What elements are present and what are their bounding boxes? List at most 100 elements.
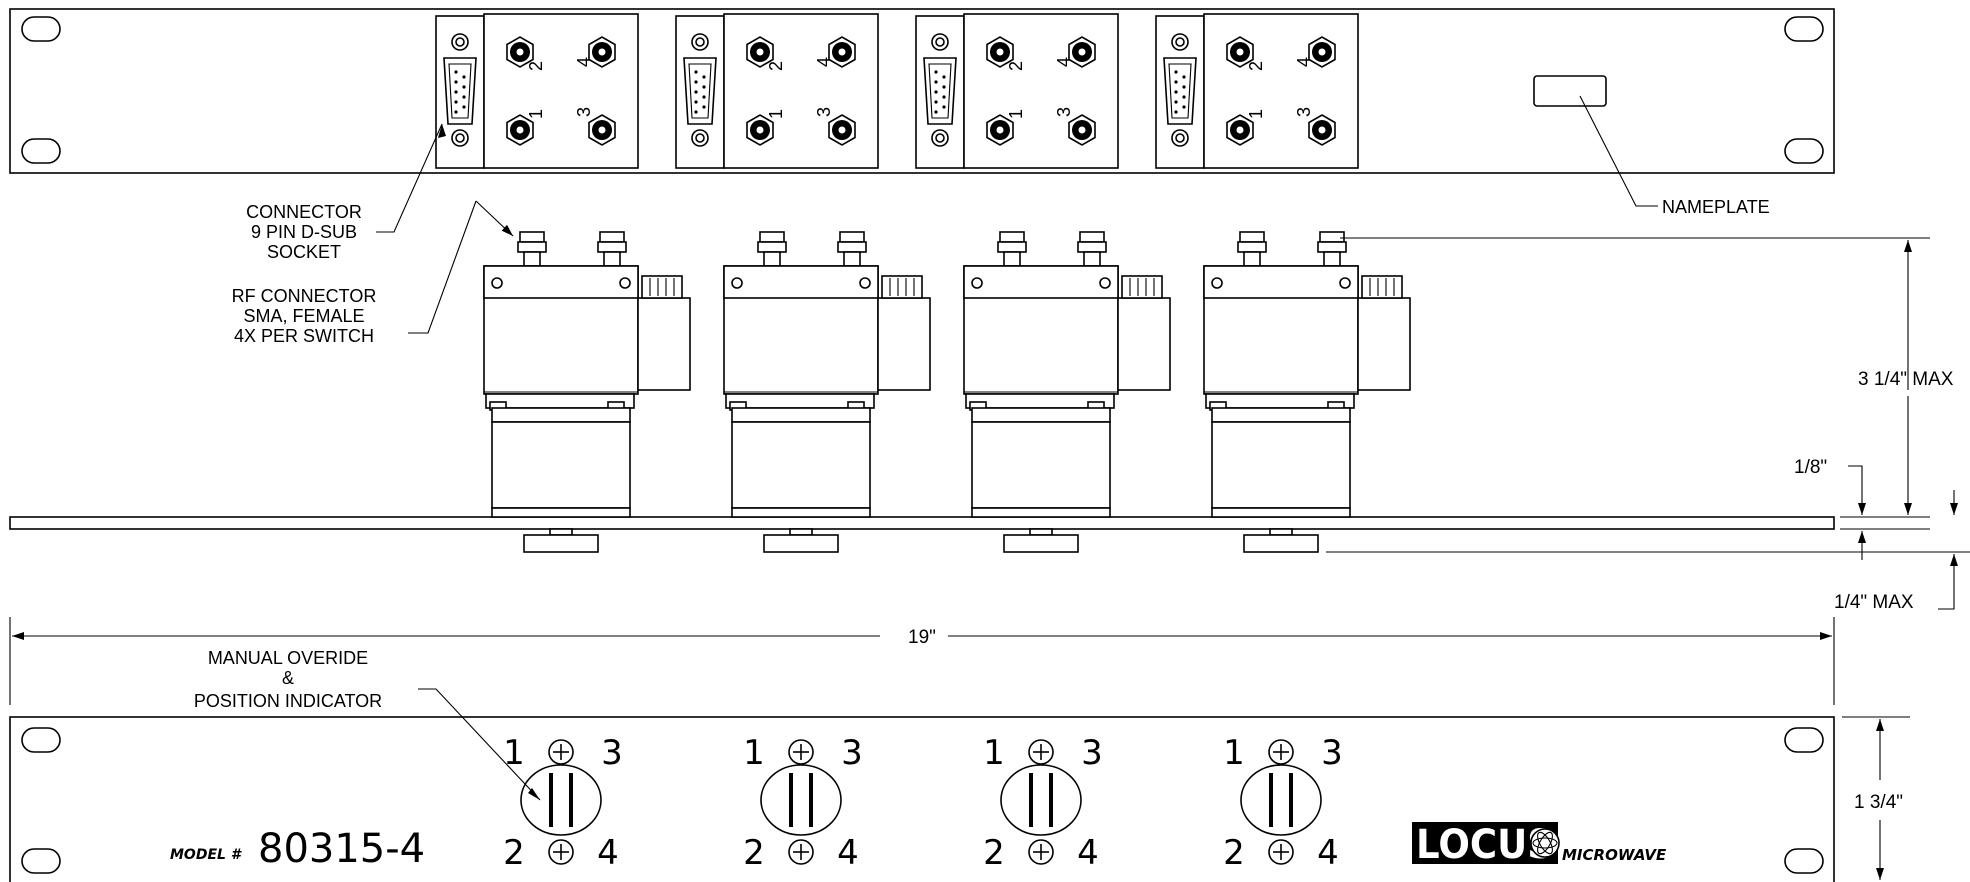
dsub-insert — [688, 63, 712, 119]
sma-pin — [598, 126, 606, 134]
port-number: 1 — [766, 109, 786, 119]
sma-body — [523, 251, 541, 267]
motor-cap — [971, 407, 1111, 423]
sma-body — [1323, 251, 1341, 267]
override-dial — [760, 764, 842, 836]
dsub-shell — [683, 57, 717, 125]
pin-dot — [1182, 95, 1186, 99]
actuator-block — [1117, 297, 1171, 391]
knob-stem — [1029, 528, 1053, 536]
sma-nut — [1079, 231, 1105, 243]
knob-stem — [789, 528, 813, 536]
position-label-2: 2 — [1223, 833, 1245, 873]
connector-label-line3: SOCKET — [267, 242, 341, 262]
sma-nut — [837, 241, 867, 253]
pin-dot — [694, 90, 698, 94]
sma-pin — [996, 126, 1004, 134]
pin-dot — [702, 75, 706, 79]
pin-dot — [702, 95, 706, 99]
pin-dot — [1182, 85, 1186, 89]
sma-pin — [996, 48, 1004, 56]
motor-body — [1211, 421, 1351, 509]
override-dial — [1240, 764, 1322, 836]
position-label-1: 1 — [503, 733, 525, 773]
sma-body — [603, 251, 621, 267]
sma-pin — [756, 126, 764, 134]
nameplate — [1533, 75, 1607, 107]
sma-nut — [999, 231, 1025, 243]
sma-nut — [597, 241, 627, 253]
screw-icon — [1175, 133, 1185, 143]
motor-base — [971, 507, 1111, 518]
actuator-connector — [1361, 275, 1403, 299]
port-number: 3 — [1294, 107, 1314, 117]
manual-override-leader — [418, 688, 541, 801]
port-number: 4 — [574, 57, 594, 67]
pin-dot — [1174, 80, 1178, 84]
pin-dot — [462, 95, 466, 99]
motor-base — [731, 507, 871, 518]
dsub-insert — [448, 63, 472, 119]
position-label-1: 1 — [1223, 733, 1245, 773]
override-dial — [1000, 764, 1082, 836]
manual-override-label-line2: & — [282, 668, 294, 688]
sma-nut — [839, 231, 865, 243]
pin-dot — [454, 100, 458, 104]
pin-dot — [454, 80, 458, 84]
housing-top — [1203, 265, 1359, 299]
base-plate — [9, 516, 1835, 530]
sma-nut — [517, 241, 547, 253]
sma-pin — [516, 126, 524, 134]
knob-stem — [549, 528, 573, 536]
sma-nut — [759, 231, 785, 243]
sma-nut — [519, 231, 545, 243]
pin-dot — [942, 85, 946, 89]
screw-icon — [1099, 277, 1111, 289]
position-label-1: 1 — [983, 733, 1005, 773]
screw-icon — [935, 133, 945, 143]
model-number: 80315-4 — [258, 826, 425, 872]
side-view — [9, 516, 1835, 530]
position-label-4: 4 — [1077, 833, 1099, 873]
actuator-block — [877, 297, 931, 391]
pin-dot — [462, 75, 466, 79]
screw-icon — [731, 277, 743, 289]
sma-nut — [599, 231, 625, 243]
dsub-insert — [1168, 63, 1192, 119]
actuator-connector — [881, 275, 923, 299]
pin-dot — [1174, 90, 1178, 94]
sma-pin — [516, 48, 524, 56]
sma-pin — [1078, 48, 1086, 56]
pin-dot — [1182, 105, 1186, 109]
port-number: 1 — [1006, 109, 1026, 119]
mount-slot — [1784, 848, 1824, 874]
sma-nut — [1239, 231, 1265, 243]
actuator-block — [637, 297, 691, 391]
position-label-3: 3 — [1081, 733, 1103, 773]
sma-nut — [1317, 241, 1347, 253]
position-label-4: 4 — [1317, 833, 1339, 873]
housing-top — [963, 265, 1119, 299]
pin-dot — [462, 85, 466, 89]
screw-icon — [695, 133, 705, 143]
port-number: 4 — [814, 57, 834, 67]
port-number: 2 — [1246, 61, 1266, 71]
mount-slot — [21, 848, 61, 874]
dsub-insert — [928, 63, 952, 119]
screw-icon — [455, 133, 465, 143]
pin-dot — [942, 95, 946, 99]
switch-body-top — [483, 13, 639, 169]
side-switch — [483, 231, 691, 553]
motor-body — [491, 421, 631, 509]
pin-dot — [462, 105, 466, 109]
motor-cap — [731, 407, 871, 423]
panel-height-dimension — [1842, 716, 1910, 880]
brand-name: MICROWAVE — [1562, 846, 1667, 864]
sma-pin — [1236, 48, 1244, 56]
sma-pin — [1318, 126, 1326, 134]
pin-dot — [934, 110, 938, 114]
pin-dot — [934, 80, 938, 84]
